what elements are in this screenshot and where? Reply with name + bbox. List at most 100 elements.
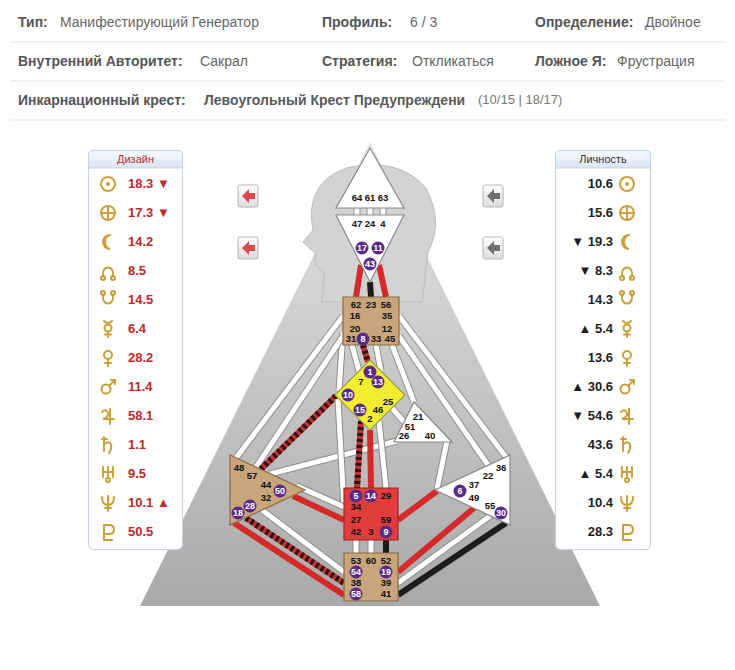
active-gate-number: 14 — [365, 490, 378, 503]
center-outline — [335, 360, 405, 430]
active-gate-number: 15 — [354, 404, 367, 417]
channel — [363, 345, 368, 362]
activation-value: 8.5 — [128, 263, 146, 279]
panel-border — [556, 151, 651, 550]
activation-value: 58.1 — [128, 408, 153, 424]
gate-number: 4 — [380, 219, 385, 229]
gate-number: 52 — [381, 556, 392, 566]
channel-outline — [270, 441, 397, 474]
gate-number: 53 — [351, 556, 362, 566]
gate-number: 61 — [365, 193, 376, 203]
channel-outline — [380, 208, 387, 215]
gate-number: 25 — [383, 397, 394, 407]
spleen-center: 48574450322818 — [230, 455, 305, 525]
channel — [392, 408, 404, 422]
planet-symbol — [101, 177, 115, 191]
channel-open — [270, 441, 397, 474]
channel-outline — [338, 399, 344, 508]
channel — [437, 441, 447, 489]
channel — [383, 208, 384, 215]
channel-both — [246, 518, 344, 583]
field-label: Стратегия: — [322, 52, 397, 70]
channel-outline — [368, 540, 375, 553]
gate-number: 62 — [351, 300, 362, 310]
planet-symbol — [620, 177, 634, 191]
channel-open — [392, 408, 404, 422]
arrow-button — [483, 237, 503, 259]
channel-design — [379, 265, 386, 297]
field-label: Определение: — [535, 13, 633, 31]
panel-heading: Дизайн — [88, 150, 183, 168]
active-gate-number: 28 — [244, 500, 257, 513]
active-gate-number: 19 — [380, 566, 393, 579]
channel-open — [338, 399, 344, 508]
gate-number: 36 — [496, 463, 507, 473]
gate-number: 21 — [413, 412, 424, 422]
activation-value: 1.1 — [128, 437, 146, 453]
activation-value: 28.2 — [128, 350, 153, 366]
gate-number: 31 — [346, 334, 357, 344]
gate-number: 63 — [378, 193, 389, 203]
planet-symbol — [103, 235, 110, 249]
panel-header-band — [556, 151, 651, 169]
channel — [370, 430, 371, 488]
channel-outline — [399, 336, 488, 465]
gate-number: 27 — [351, 515, 362, 525]
channel-design — [370, 430, 371, 488]
center-outline — [435, 455, 510, 525]
channel — [236, 316, 343, 458]
gate-number: 44 — [261, 480, 272, 490]
channel-outline — [236, 316, 343, 458]
activation-value: 14.2 — [128, 234, 153, 250]
gate-number: 3 — [368, 527, 373, 537]
panel-border — [89, 151, 183, 550]
field-value: Сакрал — [200, 52, 248, 70]
activation-value: 28.3 — [588, 524, 613, 540]
gate-number: 23 — [366, 300, 377, 310]
active-gate-number: 17 — [356, 242, 369, 255]
field-value: Двойное — [645, 13, 701, 31]
gate-number: 24 — [365, 219, 376, 229]
channel-design — [398, 491, 437, 520]
planet-symbol — [104, 321, 112, 337]
field-label: Профиль: — [322, 13, 392, 31]
activation-value: 10.1 ▲ — [128, 495, 170, 511]
planet-symbol — [104, 525, 114, 540]
activation-value: 50.5 — [128, 524, 153, 540]
channel-open — [368, 208, 373, 215]
gate-number: 64 — [352, 193, 363, 203]
active-gate-number: 10 — [342, 389, 355, 402]
gate-number: 39 — [381, 578, 392, 588]
active-gate-number: 50 — [274, 485, 287, 498]
channel-open — [369, 540, 374, 553]
gate-number: 38 — [351, 578, 362, 588]
channel-hatch — [363, 345, 368, 362]
channel — [398, 523, 506, 595]
channel — [370, 282, 371, 297]
channel-outline — [262, 510, 344, 572]
active-gate-number: 9 — [380, 526, 393, 539]
panel-header-band — [89, 151, 183, 169]
gate-number: 33 — [371, 334, 382, 344]
field-label: Тип: — [18, 13, 48, 31]
head-center: 646163 — [336, 148, 404, 208]
channel — [261, 396, 336, 469]
channel-outline — [367, 208, 374, 215]
activation-value: 43.6 — [588, 437, 613, 453]
channel-design — [234, 523, 344, 595]
channel-outline — [437, 441, 447, 489]
panel-heading: Личность — [555, 150, 651, 168]
activation-value: ▼ 54.6 — [571, 408, 613, 424]
planet-symbol — [102, 496, 114, 511]
gate-number: 59 — [381, 515, 392, 525]
active-gate-number: 54 — [350, 566, 363, 579]
gate-number: 48 — [234, 463, 245, 473]
gate-number: 32 — [261, 493, 272, 503]
throat-center: 622356163520123183345 — [343, 297, 399, 345]
channel — [398, 516, 490, 583]
channel-open — [262, 510, 344, 572]
center-outline — [336, 215, 404, 282]
planet-symbol — [621, 437, 630, 453]
planet-symbol — [101, 291, 115, 304]
planet-symbol — [102, 380, 116, 394]
